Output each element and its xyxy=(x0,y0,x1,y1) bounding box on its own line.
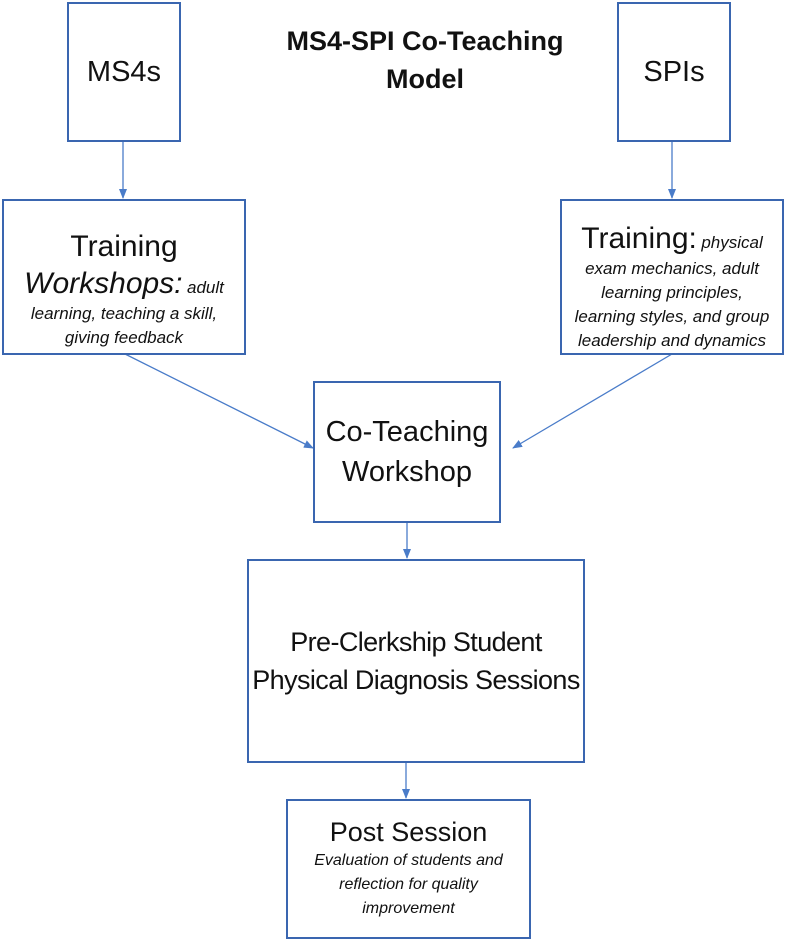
spis-node: SPIs xyxy=(617,2,731,142)
post-session-detail-3: improvement xyxy=(362,900,455,917)
diagram-title: MS4-SPI Co-Teaching Model xyxy=(270,22,580,98)
sessions-line-1: Pre-Clerkship Student xyxy=(290,627,542,657)
ms4-training-detail-inline: adult xyxy=(186,278,224,297)
post-session-detail-2: reflection for quality xyxy=(339,876,478,893)
physical-diagnosis-sessions-node: Pre-Clerkship Student Physical Diagnosis… xyxy=(247,559,585,763)
spis-label: SPIs xyxy=(643,56,705,88)
arrow-ms4-training-to-coteaching xyxy=(124,353,314,449)
ms4s-node: MS4s xyxy=(67,2,181,142)
spi-training-node: Training: physical exam mechanics, adult… xyxy=(560,199,784,355)
ms4-training-heading: Training xyxy=(70,230,178,263)
post-session-detail-1: Evaluation of students and xyxy=(314,852,503,869)
co-teaching-workshop-node: Co-Teaching Workshop xyxy=(313,381,501,523)
spi-training-heading: Training: xyxy=(581,222,697,255)
ms4s-label: MS4s xyxy=(86,56,162,88)
post-session-heading: Post Session xyxy=(329,817,488,847)
co-teaching-line-2: Workshop xyxy=(341,456,473,488)
ms4-training-detail-3: giving feedback xyxy=(64,328,184,347)
co-teaching-line-1: Co-Teaching xyxy=(325,416,489,448)
spi-training-detail-inline: physical xyxy=(701,233,763,252)
spi-training-detail-2: exam mechanics, adult xyxy=(585,259,759,278)
arrow-spi-training-to-coteaching xyxy=(512,353,673,449)
spi-training-detail-3: learning principles, xyxy=(601,283,743,302)
spi-training-detail-4: learning styles, and group xyxy=(574,307,770,326)
title-line-1: MS4-SPI Co-Teaching xyxy=(286,26,564,56)
spi-training-detail-5: leadership and dynamics xyxy=(577,331,767,350)
sessions-line-2: Physical Diagnosis Sessions xyxy=(252,665,580,695)
ms4-training-heading-2: Workshops: xyxy=(24,267,183,300)
title-line-2: Model xyxy=(386,64,464,94)
ms4-training-detail-2: learning, teaching a skill, xyxy=(30,304,218,323)
ms4-training-node: Training Workshops: adult learning, teac… xyxy=(2,199,246,355)
post-session-node: Post Session Evaluation of students and … xyxy=(286,799,531,939)
